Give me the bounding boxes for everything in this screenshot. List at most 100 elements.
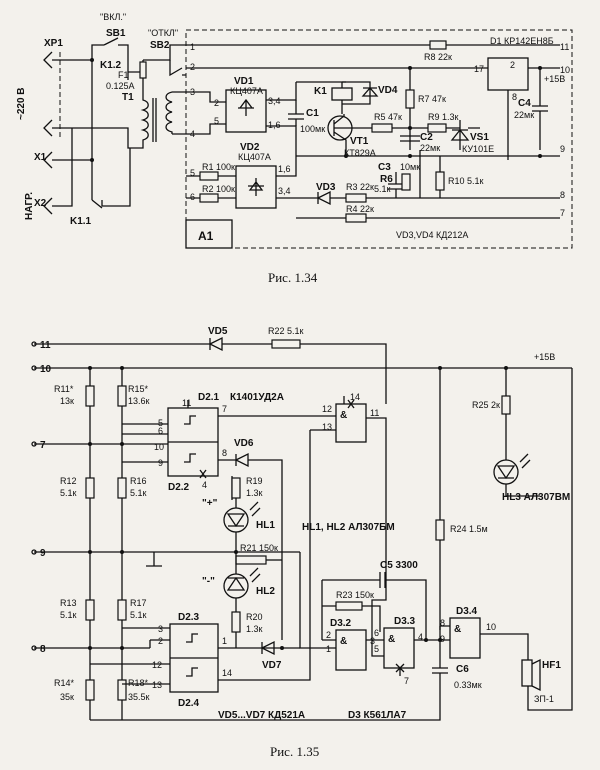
svg-text:14: 14	[350, 392, 360, 402]
svg-text:2: 2	[326, 630, 331, 640]
d32-label: D3.2	[330, 618, 352, 629]
svg-text:9: 9	[440, 634, 445, 644]
svg-text:8: 8	[560, 190, 565, 200]
svg-text:7: 7	[560, 208, 565, 218]
r23-label: R23 150к	[336, 590, 374, 600]
hl3-led	[493, 459, 519, 485]
plus15-label-2: +15В	[534, 352, 555, 362]
r21-resistor	[235, 555, 267, 565]
svg-text:5: 5	[374, 644, 379, 654]
vd4-label: VD4	[378, 85, 398, 96]
svg-text:11: 11	[40, 340, 51, 351]
svg-text:1: 1	[190, 42, 195, 52]
minus-sign-label: "-"	[202, 576, 215, 587]
d24-label: D2.4	[178, 698, 200, 709]
svg-text:&: &	[388, 634, 395, 645]
svg-text:3,4: 3,4	[268, 96, 281, 106]
svg-text:6: 6	[374, 628, 379, 638]
r10-resistor	[435, 171, 445, 191]
hf1-label: HF1	[542, 660, 561, 671]
svg-text:11: 11	[182, 398, 191, 408]
f1-value: 0.125A	[106, 81, 135, 91]
c1-label: C1	[306, 108, 319, 119]
r3-resistor	[345, 193, 367, 203]
r3-label: R3 22к	[346, 182, 374, 192]
vd7-diode	[260, 640, 275, 656]
svg-text:5: 5	[158, 418, 163, 428]
svg-text:7: 7	[222, 404, 227, 414]
hf1-type: ЗП-1	[534, 694, 554, 704]
svg-text:13: 13	[322, 422, 332, 432]
f1-label: F1	[118, 70, 129, 80]
sb2-switch	[169, 60, 186, 77]
vd57-note: VD5...VD7 КД521A	[218, 710, 305, 721]
hl1-led	[223, 507, 249, 533]
r22-label: R22 5.1к	[268, 326, 304, 336]
figure-1-35: 11 10 7 9 8 VD5 R22 5.1к +15В R11* 13к R…	[31, 326, 573, 721]
svg-text:12: 12	[152, 660, 162, 670]
svg-text:10: 10	[486, 622, 496, 632]
svg-text:&: &	[454, 624, 461, 635]
r17-value: 5.1к	[130, 610, 147, 620]
r4-resistor	[345, 213, 367, 223]
r5-resistor	[371, 123, 393, 133]
vd6-diode	[234, 452, 283, 640]
r5-label: R5 47к	[374, 112, 402, 122]
k11-contact	[91, 148, 131, 209]
r16-label: R16	[130, 476, 147, 486]
figure-1-34-caption: Рис. 1.34	[268, 270, 318, 285]
r2-resistor	[199, 193, 219, 203]
c2-label: C2	[420, 132, 433, 143]
c4-capacitor	[532, 68, 548, 150]
r9-resistor	[427, 123, 447, 133]
vs1-type: КУ101Е	[462, 144, 494, 154]
d34-nand-gate	[449, 617, 481, 659]
r17-resistor	[117, 599, 127, 621]
f1-fuse	[139, 61, 147, 79]
sb1-switch	[91, 37, 129, 60]
x2-label: X2	[34, 198, 47, 209]
d33-label: D3.3	[394, 616, 416, 627]
t1-label: T1	[122, 92, 134, 103]
r7-label: R7 47к	[418, 94, 446, 104]
vt1-type: КТ829A	[344, 148, 376, 158]
figure-1-34: XP1 ~220 В "ВКЛ." SB1 K1.2 F1 0.125A "ОТ…	[16, 12, 573, 249]
r21-label: R21 150к	[240, 543, 278, 553]
vd7-label: VD7	[262, 660, 282, 671]
r13-label: R13	[60, 598, 77, 608]
svg-text:5: 5	[190, 168, 195, 178]
r10-label: R10 5.1к	[448, 176, 484, 186]
r11-label: R11*	[54, 384, 74, 394]
r15-value: 13.6к	[128, 396, 150, 406]
r1-resistor	[199, 171, 219, 181]
mains-label: ~220 В	[16, 87, 27, 120]
c5-capacitor	[322, 572, 427, 640]
r8-label: R8 22к	[424, 52, 452, 62]
d22-label: D2.2	[168, 482, 190, 493]
r18-label: R18*	[128, 678, 149, 688]
r9-label: R9 1.3к	[428, 112, 459, 122]
r1-label: R1 100к	[202, 162, 235, 172]
r7-resistor	[405, 89, 415, 109]
svg-text:1,6: 1,6	[268, 120, 281, 130]
d33-nand-gate	[383, 627, 415, 669]
r15-label: R15*	[128, 384, 149, 394]
vd6-label: VD6	[234, 438, 254, 449]
a1-right-pins: 11 10 9 8 7	[560, 42, 570, 218]
svg-text:3,4: 3,4	[278, 186, 291, 196]
svg-text:&: &	[340, 410, 347, 421]
svg-text:6: 6	[158, 426, 163, 436]
svg-text:7: 7	[404, 676, 409, 686]
c3-label: C3	[378, 162, 391, 173]
r12-value: 5.1к	[60, 488, 77, 498]
svg-text:7: 7	[40, 440, 46, 451]
r25-label: R25 2к	[472, 400, 500, 410]
c2-value: 22мк	[420, 143, 440, 153]
ground-symbol	[146, 552, 162, 567]
svg-text:17: 17	[474, 64, 484, 74]
svg-text:3: 3	[158, 624, 163, 634]
svg-text:2: 2	[190, 62, 195, 72]
r6-label: R6	[380, 174, 393, 185]
